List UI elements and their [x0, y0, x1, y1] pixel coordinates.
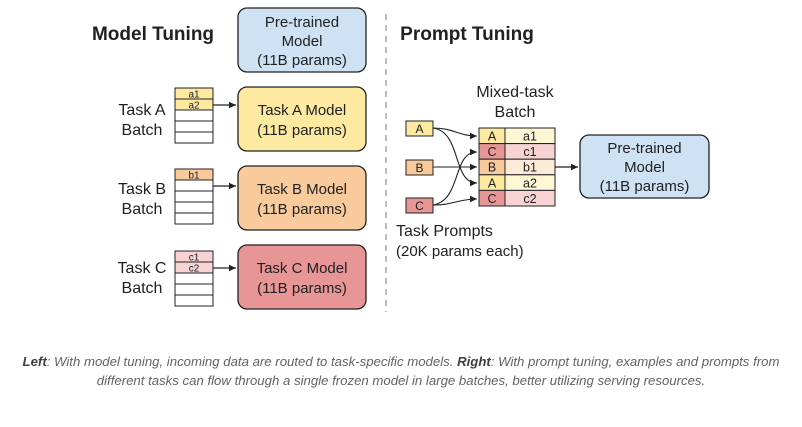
mixed-row-1-task: A	[488, 130, 497, 144]
mixed-task-batch: A a1 C c1 B b1 A a2 C c2	[478, 127, 556, 207]
mixed-row-2-item: c1	[523, 145, 536, 159]
task-c-model	[237, 244, 367, 310]
task-prompt-c-label: C	[415, 199, 424, 213]
mixed-batch-title-line-1: Mixed-task	[476, 84, 554, 101]
route-c-to-row-2	[432, 148, 478, 206]
task-a-label-line-2: Batch	[122, 122, 163, 139]
task-c-label-line-2: Batch	[122, 280, 163, 297]
caption-right-text: : With prompt tuning, examples and promp…	[96, 354, 780, 388]
tuning-diagram: Model Tuning Pre-trained Model (11B para…	[92, 7, 710, 312]
right-pretrained-line-1: Pre-trained	[607, 140, 681, 157]
route-a-to-row-4	[432, 127, 478, 187]
mixed-row-1-item: a1	[523, 130, 537, 144]
task-b-label-line-2: Batch	[122, 201, 163, 218]
mixed-row-4-task: A	[488, 176, 497, 190]
route-c-to-row-5	[432, 195, 478, 206]
task-prompt-a: A	[405, 120, 434, 137]
task-c-batch: c1 c2	[174, 250, 214, 307]
task-prompt-b: B	[405, 159, 434, 176]
mixed-batch-title-line-2: Batch	[495, 104, 536, 121]
left-pretrained-model: Pre-trained Model (11B params)	[237, 7, 367, 73]
task-b-model-line-1: Task B Model	[257, 181, 347, 198]
caption-right-label: Right	[457, 354, 491, 369]
right-pretrained-line-2: Model	[624, 159, 665, 176]
right-pretrained-line-3: (11B params)	[600, 178, 690, 195]
right-pretrained-model: Pre-trained Model (11B params)	[579, 134, 710, 199]
task-prompt-a-label: A	[415, 122, 423, 136]
task-b-group: Task B Batch b1 Task B Model (11B params…	[118, 165, 367, 231]
task-c-model-line-1: Task C Model	[257, 260, 348, 277]
task-b-row-1: b1	[188, 171, 200, 182]
route-a-to-row-1	[432, 127, 478, 140]
mixed-row-3-task: B	[488, 161, 496, 175]
task-c-model-line-2: (11B params)	[257, 280, 347, 297]
mixed-row-4-item: a2	[523, 176, 537, 190]
task-a-model	[237, 86, 367, 152]
task-a-row-2: a2	[188, 101, 200, 112]
prompt-routing-arrows	[432, 127, 478, 206]
task-a-group: Task A Batch a1 a2 Task A Model (11B par…	[118, 86, 367, 152]
figure-caption: Left: With model tuning, incoming data a…	[0, 352, 802, 390]
task-a-model-line-1: Task A Model	[258, 102, 346, 119]
task-a-row-1: a1	[188, 90, 200, 101]
mixed-row-5-task: C	[487, 192, 496, 206]
task-a-model-line-2: (11B params)	[257, 122, 347, 139]
task-prompt-c: C	[405, 197, 434, 214]
task-b-batch: b1	[174, 168, 214, 225]
task-prompts-caption-line-1: Task Prompts	[396, 223, 493, 240]
task-a-label-line-1: Task A	[118, 102, 165, 119]
task-b-model-line-2: (11B params)	[257, 201, 347, 218]
left-pretrained-line-3: (11B params)	[257, 52, 347, 69]
caption-left-label: Left	[22, 354, 47, 369]
task-prompts-caption-line-2: (20K params each)	[396, 243, 524, 260]
mixed-row-2-task: C	[487, 145, 496, 159]
task-a-batch: a1 a2	[174, 87, 214, 144]
mixed-row-3-item: b1	[523, 161, 537, 175]
task-prompt-b-label: B	[415, 161, 423, 175]
task-b-label-line-1: Task B	[118, 181, 166, 198]
model-tuning-heading: Model Tuning	[92, 24, 214, 45]
prompt-tuning-heading: Prompt Tuning	[400, 24, 534, 45]
caption-left-text: : With model tuning, incoming data are r…	[46, 354, 458, 369]
task-c-row-1: c1	[189, 253, 200, 264]
task-c-label-line-1: Task C	[118, 260, 167, 277]
task-b-model	[237, 165, 367, 231]
left-pretrained-line-1: Pre-trained	[265, 14, 339, 31]
task-c-group: Task C Batch c1 c2 Task C Model (11B par…	[118, 244, 367, 310]
left-pretrained-line-2: Model	[282, 33, 323, 50]
task-c-row-2: c2	[189, 264, 200, 275]
mixed-row-5-item: c2	[523, 192, 536, 206]
